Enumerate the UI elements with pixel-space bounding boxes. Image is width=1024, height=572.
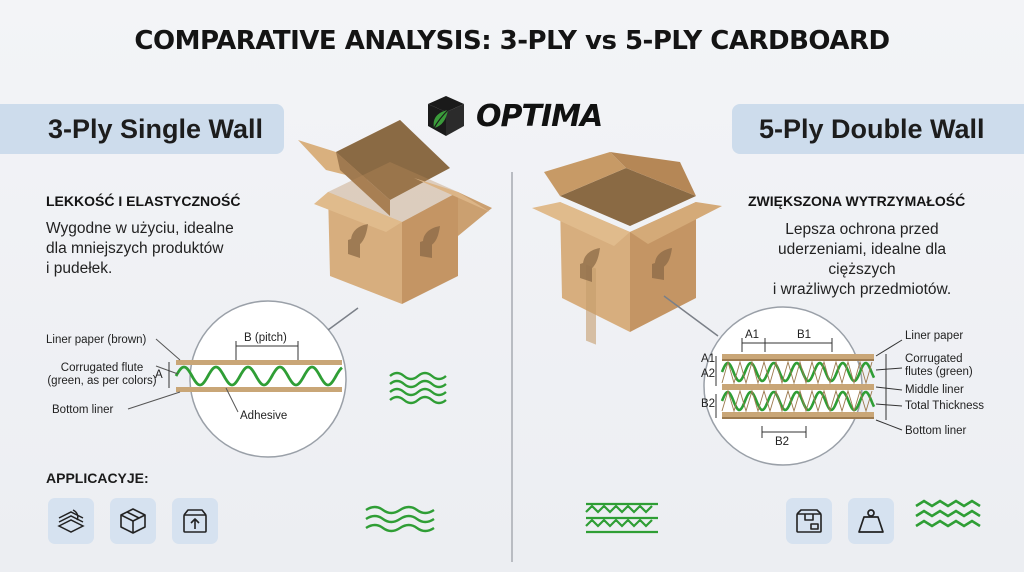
box-5ply-illustration xyxy=(532,152,722,345)
label-adhesive: Adhesive xyxy=(240,410,288,422)
optima-logo: OPTIMA xyxy=(424,92,604,140)
wave-pattern-icon xyxy=(389,371,447,405)
label-corrugated-flute-line-1: Corrugated flute xyxy=(60,362,144,374)
logo-text: OPTIMA xyxy=(476,98,603,134)
left-description-line-2: dla mniejszych produktów xyxy=(46,240,224,257)
label-b2-side: B2 xyxy=(701,398,716,410)
wave-pattern-right-icon xyxy=(915,499,981,528)
box-icon xyxy=(120,508,146,534)
cross-section-3ply xyxy=(174,360,343,392)
label-a2: A2 xyxy=(701,368,716,380)
label-bottom-liner-5ply: Bottom liner xyxy=(905,425,967,437)
zigzag-pattern-icon xyxy=(585,502,658,534)
weight-icon xyxy=(858,509,884,533)
left-description-line-3: i pudełek. xyxy=(46,260,113,277)
app-tile-box-upload xyxy=(172,498,218,544)
box-3ply-illustration xyxy=(298,120,492,304)
label-total-thickness: Total Thickness xyxy=(905,400,985,412)
label-b1: B1 xyxy=(797,329,812,341)
paper-stack-icon xyxy=(57,509,85,533)
label-a: A xyxy=(155,369,163,381)
left-description-line-1: Wygodne w użyciu, idealne xyxy=(46,220,234,237)
banner-3ply: 3-Ply Single Wall xyxy=(0,104,284,154)
app-tile-box-label xyxy=(786,498,832,544)
zoom-circle-3ply xyxy=(189,300,359,458)
label-b2-bottom: B2 xyxy=(775,436,790,448)
label-corrugated-flutes-line-1: Corrugated xyxy=(905,353,963,365)
banner-5ply: 5-Ply Double Wall xyxy=(732,104,1024,154)
left-description: Wygodne w użyciu, idealne dla mniejszych… xyxy=(46,219,234,279)
label-corrugated-flutes: Corrugated flutes (green) xyxy=(905,353,973,379)
right-heading: ZWIĘKSZONA WYTRZYMAŁOŚĆ xyxy=(748,193,966,209)
banner-5ply-label: 5-Ply Double Wall xyxy=(759,113,985,144)
box-upload-icon xyxy=(183,509,207,533)
box-label-icon xyxy=(796,509,822,533)
app-tile-weight xyxy=(848,498,894,544)
left-heading: LEKKOŚĆ I ELASTYCZNOŚĆ xyxy=(46,193,241,209)
label-pitch: B (pitch) xyxy=(244,332,287,344)
label-a1-side: A1 xyxy=(701,353,716,365)
label-liner-paper: Liner paper (brown) xyxy=(46,334,147,346)
applications-heading: APPLICACYJE: xyxy=(46,470,149,486)
label-middle-liner: Middle liner xyxy=(905,384,964,396)
cross-section-5ply xyxy=(720,354,876,419)
app-tile-box xyxy=(110,498,156,544)
label-a1-top: A1 xyxy=(745,329,760,341)
label-corrugated-flutes-line-2: flutes (green) xyxy=(905,366,973,378)
wave-pattern-bottom-icon xyxy=(365,505,435,533)
page-title: COMPARATIVE ANALYSIS: 3-PLY vs 5-PLY CAR… xyxy=(134,26,890,56)
label-corrugated-flute: Corrugated flute (green, as per colors) xyxy=(46,362,158,388)
label-corrugated-flute-line-2: (green, as per colors) xyxy=(47,375,157,387)
logo-box-leaf-icon xyxy=(428,96,464,136)
right-description-line-1: Lepsza ochrona przed xyxy=(785,221,939,238)
right-description: Lepsza ochrona przed uderzeniami, idealn… xyxy=(746,220,978,300)
right-description-line-2: uderzeniami, idealne dla cięższych xyxy=(777,241,947,278)
center-divider xyxy=(511,172,513,562)
label-bottom-liner: Bottom liner xyxy=(52,404,114,416)
app-tile-paper xyxy=(48,498,94,544)
label-liner-paper-5ply: Liner paper xyxy=(905,330,964,342)
banner-3ply-label: 3-Ply Single Wall xyxy=(48,113,264,144)
right-description-line-3: i wrażliwych przedmiotów. xyxy=(772,281,952,298)
